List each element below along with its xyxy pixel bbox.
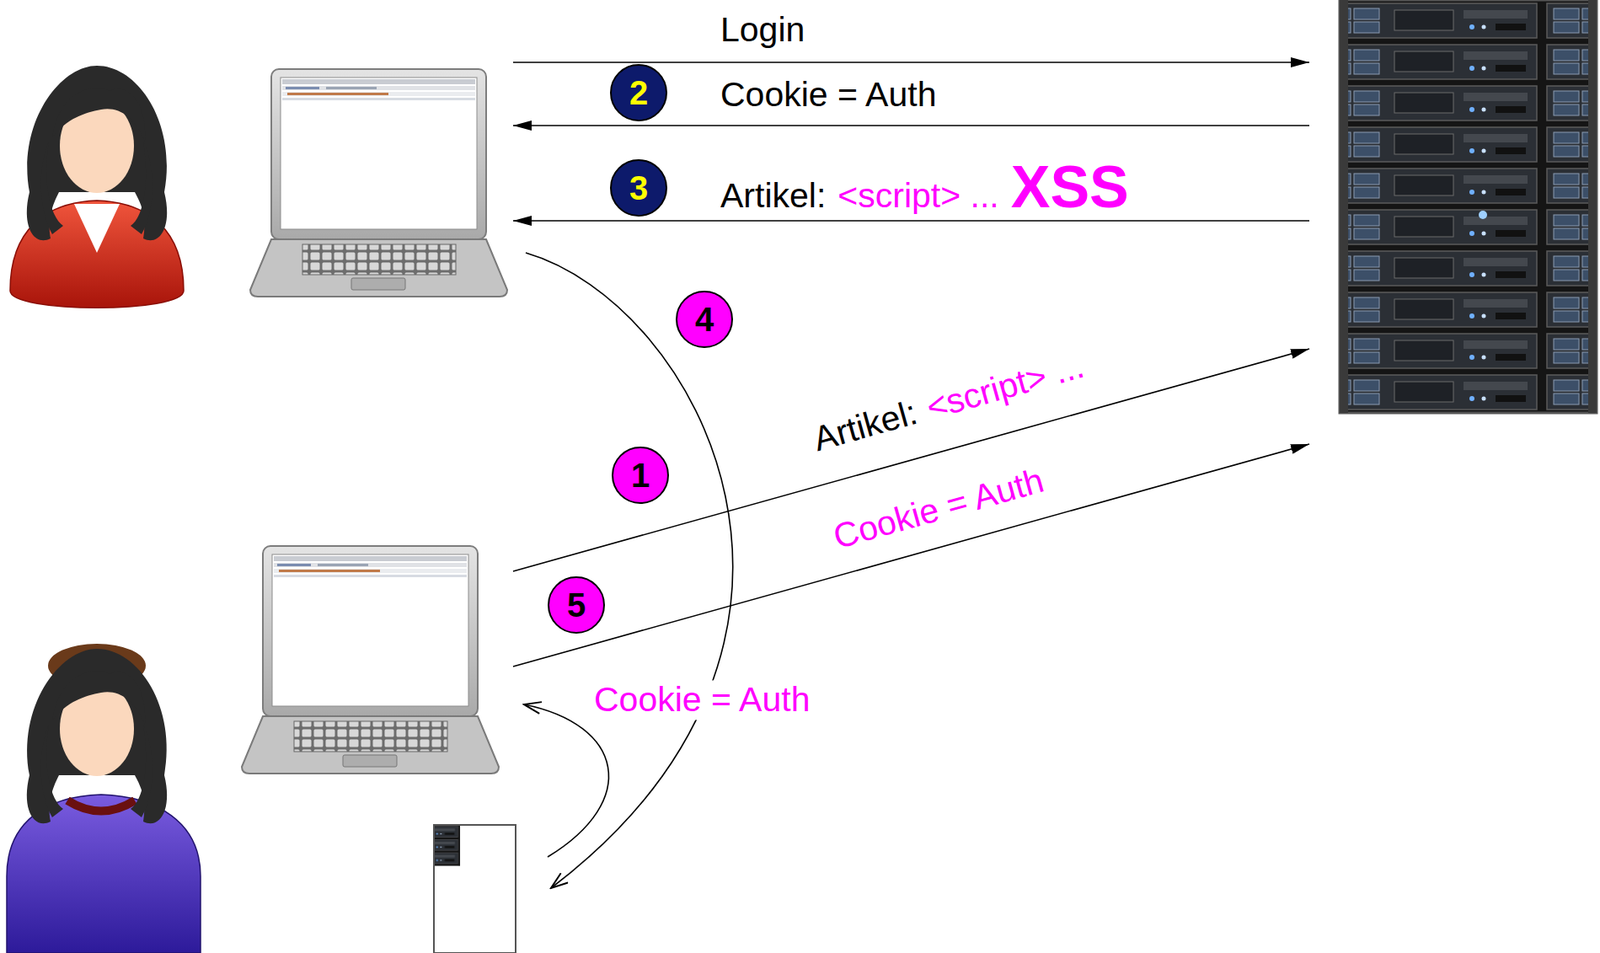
message-label: <script> ... xyxy=(919,345,1092,429)
callout-circle: 4 xyxy=(675,290,734,348)
stolen-cookie-arrow xyxy=(513,444,1310,667)
victim-laptop xyxy=(250,69,508,297)
callout-number: 5 xyxy=(567,588,586,622)
attacker-server xyxy=(433,824,516,953)
attacker-person xyxy=(6,643,201,953)
message-arrows xyxy=(513,62,1310,889)
exfiltration-curve xyxy=(525,252,734,889)
attacker-person xyxy=(26,648,167,824)
victim-person xyxy=(10,65,184,308)
label-line: Artikel:<script> ...XSS xyxy=(717,157,1133,217)
cookie-arrow xyxy=(513,124,1310,127)
message-label: XSS xyxy=(1007,157,1133,217)
label-line: Cookie = Auth xyxy=(590,679,814,720)
callout-number: 2 xyxy=(629,75,648,110)
attacker-person xyxy=(67,800,135,812)
web-server-rack xyxy=(1478,210,1488,220)
callout-number: 1 xyxy=(631,458,650,493)
victim-person xyxy=(74,203,120,253)
callout-circle: 5 xyxy=(547,576,605,634)
label-line: Cookie = Auth xyxy=(717,74,940,115)
attacker-server xyxy=(433,824,461,867)
login-arrow xyxy=(513,61,1310,64)
message-label: Cookie = Auth xyxy=(825,460,1051,559)
callout-circle: 1 xyxy=(611,446,669,504)
message-label: Login xyxy=(717,10,809,50)
xss-article-arrow xyxy=(513,219,1310,222)
web-server-rack xyxy=(1588,0,1597,413)
callout-number: 3 xyxy=(629,171,648,205)
attacker-server xyxy=(433,824,516,953)
message-label: Artikel: xyxy=(806,391,926,461)
web-server-rack xyxy=(1339,0,1597,413)
web-server-rack xyxy=(1339,0,1349,413)
victim-person xyxy=(26,65,167,241)
attacker-laptop xyxy=(241,545,499,774)
message-label: Artikel: xyxy=(717,176,830,216)
callout-number: 4 xyxy=(695,302,714,337)
callout-circle: 3 xyxy=(610,159,668,217)
label-line: Artikel:<script> ... xyxy=(806,345,1092,461)
message-label: <script> ... xyxy=(834,176,1002,216)
callout-circle: 2 xyxy=(610,64,668,122)
web-server-rack xyxy=(1339,0,1597,413)
cookie-return-curve xyxy=(524,704,609,857)
label-line: Login xyxy=(717,10,809,50)
message-label: Cookie = Auth xyxy=(590,679,814,720)
label-line: Cookie = Auth xyxy=(825,460,1051,559)
post-article-arrow xyxy=(513,348,1310,572)
message-label: Cookie = Auth xyxy=(717,74,940,115)
web-server-rack xyxy=(1339,0,1597,413)
